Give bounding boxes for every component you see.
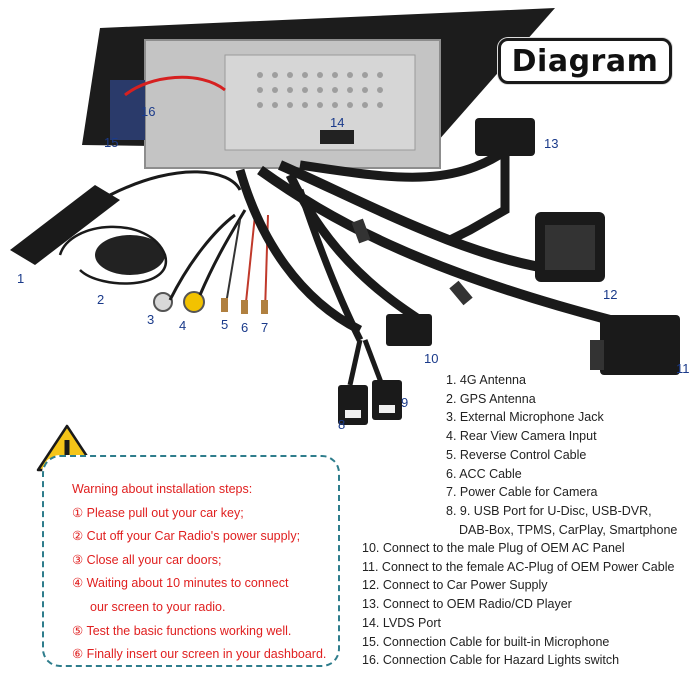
legend-item: 2. GPS Antenna bbox=[446, 391, 536, 406]
callout-13: 13 bbox=[544, 136, 559, 151]
connector-11 bbox=[600, 315, 680, 375]
connector-10 bbox=[386, 314, 432, 346]
legend-block-lower: 10. Connect to the male Plug of OEM AC P… bbox=[362, 539, 674, 670]
legend-item: 4. Rear View Camera Input bbox=[446, 429, 597, 444]
callout-11: 11 bbox=[676, 361, 690, 376]
callout-15: 15 bbox=[104, 135, 119, 150]
legend-item: 5. Reverse Control Cable bbox=[446, 447, 587, 462]
warning-step: our screen to your radio. bbox=[90, 599, 226, 614]
side-connector-panel bbox=[110, 80, 145, 140]
callout-6: 6 bbox=[241, 320, 249, 335]
lvds-port bbox=[320, 130, 354, 144]
diagram-title-box: Diagram bbox=[498, 38, 672, 84]
mic-jack bbox=[153, 292, 173, 312]
callout-9: 9 bbox=[401, 395, 409, 410]
gps-antenna bbox=[95, 235, 165, 275]
callout-3: 3 bbox=[147, 312, 155, 327]
warning-step: ① Please pull out your car key; bbox=[72, 505, 244, 520]
legend-item: 7. Power Cable for Camera bbox=[446, 485, 598, 500]
connector-13 bbox=[475, 118, 535, 156]
warning-heading: Warning about installation steps: bbox=[72, 482, 253, 496]
warning-step: ③ Close all your car doors; bbox=[72, 552, 222, 567]
callout-14: 14 bbox=[330, 115, 345, 130]
warning-box bbox=[42, 455, 340, 667]
legend-item: 15. Connection Cable for built-in Microp… bbox=[362, 634, 610, 649]
legend-item: 10. Connect to the male Plug of OEM AC P… bbox=[362, 541, 625, 555]
warning-step: ⑥ Finally insert our screen in your dash… bbox=[72, 647, 327, 662]
legend-item: 6. ACC Cable bbox=[446, 466, 522, 481]
legend-item: 12. Connect to Car Power Supply bbox=[362, 578, 548, 593]
diagram-title: Diagram bbox=[511, 43, 659, 79]
legend-item: 1. 4G Antenna bbox=[446, 373, 526, 387]
callout-7: 7 bbox=[261, 320, 269, 335]
callout-16: 16 bbox=[141, 104, 156, 119]
callout-2: 2 bbox=[97, 292, 105, 307]
warning-step: ② Cut off your Car Radio's power supply; bbox=[72, 529, 301, 544]
usb-port-9 bbox=[372, 380, 402, 420]
warning-step: ⑤ Test the basic functions working well. bbox=[72, 623, 292, 638]
legend-item: 11. Connect to the female AC-Plug of OEM… bbox=[362, 559, 675, 574]
harness-cable bbox=[235, 168, 363, 335]
warning-text: Warning about installation steps: ① Plea… bbox=[72, 478, 326, 667]
harness-cable bbox=[277, 160, 561, 275]
callout-1: 1 bbox=[17, 271, 25, 286]
callout-5: 5 bbox=[221, 317, 229, 332]
legend-item: 3. External Microphone Jack bbox=[446, 410, 604, 425]
4g-antenna bbox=[10, 185, 120, 265]
legend-item: DAB-Box, TPMS, CarPlay, Smartphone bbox=[459, 522, 678, 537]
legend-item: 8. 9. USB Port for U-Disc, USB-DVR, bbox=[446, 503, 652, 518]
camera-rca-jack bbox=[183, 291, 205, 313]
harness-cable bbox=[299, 136, 523, 182]
warning-step: ④ Waiting about 10 minutes to connect bbox=[72, 576, 289, 591]
legend-item: 13. Connect to OEM Radio/CD Player bbox=[362, 597, 572, 612]
callout-4: 4 bbox=[179, 318, 187, 333]
callout-10: 10 bbox=[424, 351, 439, 366]
legend-item: 14. LVDS Port bbox=[362, 615, 441, 630]
harness-cable bbox=[257, 165, 612, 325]
legend-block-upper: 1. 4G Antenna 2. GPS Antenna 3. External… bbox=[446, 371, 677, 539]
callout-8: 8 bbox=[338, 417, 346, 432]
callout-12: 12 bbox=[603, 287, 618, 302]
legend-item: 16. Connection Cable for Hazard Lights s… bbox=[362, 653, 620, 668]
red-cable bbox=[124, 75, 226, 97]
